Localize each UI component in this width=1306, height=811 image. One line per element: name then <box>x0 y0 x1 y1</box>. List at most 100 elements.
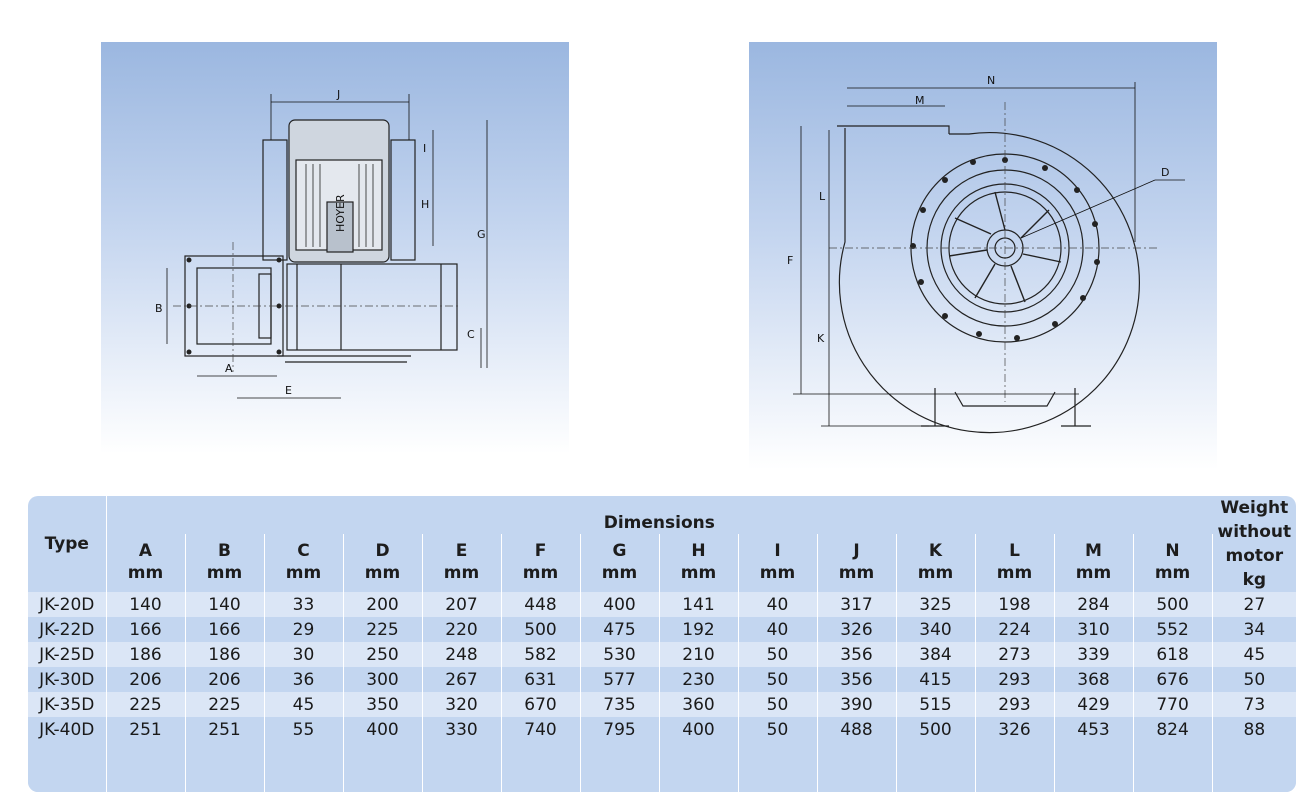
value-cell: 50 <box>1212 667 1296 692</box>
value-cell: 475 <box>580 617 660 642</box>
value-cell: 356 <box>817 667 897 692</box>
value-cell: 55 <box>264 717 344 742</box>
value-cell: 500 <box>1133 592 1213 617</box>
dim-label-a: A <box>225 362 233 375</box>
weight-header: Weight without motor kg <box>1212 496 1296 592</box>
value-cell: 320 <box>422 692 502 717</box>
value-cell: 339 <box>1054 642 1134 667</box>
value-cell: 140 <box>185 592 265 617</box>
column-letter: I <box>774 541 781 561</box>
dim-label-l: L <box>819 190 826 203</box>
filler-cell <box>896 742 976 792</box>
value-cell: 220 <box>422 617 502 642</box>
value-cell: 552 <box>1133 617 1213 642</box>
value-cell: 225 <box>106 692 186 717</box>
dim-label-g: G <box>477 228 486 241</box>
value-cell: 141 <box>659 592 739 617</box>
value-cell: 453 <box>1054 717 1134 742</box>
value-cell: 88 <box>1212 717 1296 742</box>
dim-label-f: F <box>787 254 793 267</box>
value-cell: 317 <box>817 592 897 617</box>
column-unit: mm <box>680 563 717 583</box>
value-cell: 670 <box>501 692 581 717</box>
side-view-svg: J I H G B C A E HOYER <box>155 88 488 399</box>
filler-cell <box>975 742 1055 792</box>
dim-label-e: E <box>285 384 292 397</box>
dimensions-group-header: Dimensions <box>603 513 715 533</box>
column-letter: B <box>218 541 231 561</box>
value-cell: 515 <box>896 692 976 717</box>
value-cell: 36 <box>264 667 344 692</box>
column-letter: D <box>375 541 390 561</box>
value-cell: 40 <box>738 592 818 617</box>
value-cell: 360 <box>659 692 739 717</box>
value-cell: 400 <box>659 717 739 742</box>
value-cell: 248 <box>422 642 502 667</box>
dim-label-j: J <box>336 88 340 101</box>
weight-header-line-3: motor <box>1225 546 1284 566</box>
side-view-drawing: J I H G B C A E HOYER <box>101 42 569 454</box>
type-cell: JK-40D <box>28 717 107 742</box>
value-cell: 186 <box>185 642 265 667</box>
value-cell: 400 <box>343 717 423 742</box>
type-header: Type <box>28 496 107 592</box>
value-cell: 390 <box>817 692 897 717</box>
column-unit: mm <box>917 563 954 583</box>
value-cell: 293 <box>975 692 1055 717</box>
value-cell: 224 <box>975 617 1055 642</box>
type-cell: JK-25D <box>28 642 107 667</box>
column-unit: mm <box>364 563 401 583</box>
filler-cell <box>501 742 581 792</box>
type-cell: JK-35D <box>28 692 107 717</box>
value-cell: 140 <box>106 592 186 617</box>
filler-cell <box>185 742 265 792</box>
value-cell: 50 <box>738 642 818 667</box>
filler-cell <box>343 742 423 792</box>
column-letter: F <box>534 541 547 561</box>
value-cell: 225 <box>343 617 423 642</box>
value-cell: 192 <box>659 617 739 642</box>
value-cell: 310 <box>1054 617 1134 642</box>
filler-cell <box>28 742 107 792</box>
value-cell: 530 <box>580 642 660 667</box>
value-cell: 40 <box>738 617 818 642</box>
column-letter: E <box>455 541 468 561</box>
weight-header-line-4: kg <box>1242 570 1267 590</box>
value-cell: 225 <box>185 692 265 717</box>
value-cell: 284 <box>1054 592 1134 617</box>
filler-cell <box>817 742 897 792</box>
value-cell: 50 <box>738 717 818 742</box>
value-cell: 676 <box>1133 667 1213 692</box>
filler-cell <box>422 742 502 792</box>
value-cell: 325 <box>896 592 976 617</box>
value-cell: 186 <box>106 642 186 667</box>
column-letter: N <box>1165 541 1180 561</box>
value-cell: 631 <box>501 667 581 692</box>
dim-label-m: M <box>915 94 925 107</box>
column-letter: J <box>853 541 860 561</box>
filler-cell <box>1212 742 1296 792</box>
value-cell: 251 <box>106 717 186 742</box>
value-cell: 251 <box>185 717 265 742</box>
column-letter: K <box>928 541 943 561</box>
dimensions-table: Type Dimensions Weight without motor kg … <box>28 496 1296 792</box>
value-cell: 207 <box>422 592 502 617</box>
value-cell: 577 <box>580 667 660 692</box>
value-cell: 166 <box>185 617 265 642</box>
value-cell: 770 <box>1133 692 1213 717</box>
column-unit: mm <box>206 563 243 583</box>
